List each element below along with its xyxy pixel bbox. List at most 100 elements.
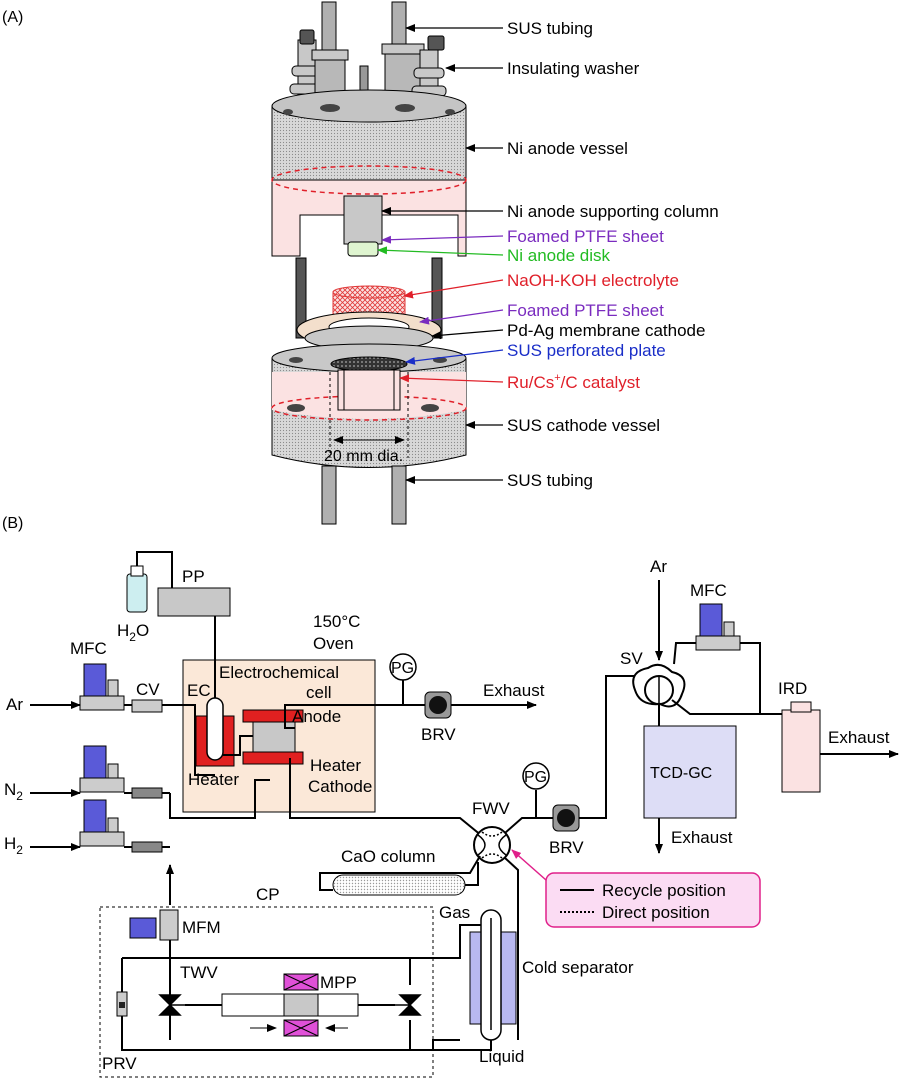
- fwv-to-brv-line: [504, 817, 553, 834]
- mpp-magnet-top-x: [283, 973, 319, 991]
- legend-recycle: Recycle position: [602, 881, 726, 900]
- cathode-label: Cathode: [308, 777, 372, 796]
- fwv-internal-solid: [477, 834, 507, 856]
- bottom-tube-left: [321, 465, 337, 525]
- panel-a-label: (A): [2, 9, 23, 26]
- panel-a-callout-lines: [377, 24, 504, 484]
- ird-body: [781, 709, 821, 793]
- cv-label: CV: [136, 680, 160, 699]
- cao-column: [332, 874, 466, 896]
- mfc-ar: [79, 663, 125, 711]
- mfm-body: [129, 917, 157, 939]
- cao-line-right: [465, 862, 479, 886]
- legend-arrow: [511, 849, 547, 881]
- callout-sus-tubing-bottom: SUS tubing: [507, 471, 593, 490]
- callout-foamed-ptfe-2: Foamed PTFE sheet: [507, 301, 664, 320]
- tcd-gc-box: [643, 725, 737, 819]
- bottom-tube-right: [391, 465, 407, 525]
- sv-label: SV: [620, 649, 643, 668]
- brv-top-label: BRV: [421, 725, 456, 744]
- cell-heater-bottom: [242, 751, 304, 765]
- oven-temp: 150°C: [313, 612, 360, 631]
- mfc-n2: [79, 745, 163, 799]
- callout-sus-plate: SUS perforated plate: [507, 341, 666, 360]
- sv-to-ird-line: [671, 699, 782, 715]
- legend-box: [545, 872, 761, 928]
- mfc-right-line: [673, 642, 782, 715]
- panel-b-label: (B): [2, 515, 23, 532]
- cp-label: CP: [256, 885, 280, 904]
- mfc-right: [695, 603, 741, 651]
- ec-label: EC: [187, 681, 211, 700]
- cell-body: [252, 721, 296, 753]
- pg-mid-label: PG: [524, 769, 547, 786]
- gas-label: Gas: [439, 903, 470, 922]
- tcd-gc-label: TCD-GC: [650, 765, 712, 782]
- electrochem-label-1: Electrochemical: [219, 663, 339, 682]
- cao-label: CaO column: [341, 847, 435, 866]
- callout-ni-anode-vessel: Ni anode vessel: [507, 139, 628, 158]
- mfm-stem: [159, 909, 179, 941]
- ec-tube: [206, 697, 224, 761]
- mfc-h2: [79, 799, 163, 853]
- legend-direct: Direct position: [602, 903, 710, 922]
- ar-in-label: Ar: [6, 695, 23, 714]
- cold-separator-label: Cold separator: [522, 958, 634, 977]
- gas-manifold-line: [124, 779, 270, 848]
- callout-insulating-washer: Insulating washer: [507, 59, 640, 78]
- h2-label: H2: [4, 834, 23, 857]
- callout-sus-cathode-vessel: SUS cathode vessel: [507, 416, 660, 435]
- prv-inner: [119, 1002, 125, 1008]
- cv-valve: [131, 699, 163, 713]
- liquid-label: Liquid: [479, 1047, 524, 1066]
- callout-catalyst: Ru/Cs+/C catalyst: [507, 372, 640, 392]
- oven-label: Oven: [313, 634, 354, 653]
- electrochem-label-2: cell: [306, 683, 332, 702]
- mfc-ar-label: MFC: [70, 639, 107, 658]
- heater-left-label: Heater: [188, 770, 239, 789]
- callout-foamed-ptfe-1: Foamed PTFE sheet: [507, 227, 664, 246]
- mpp-label: MPP: [320, 973, 357, 992]
- fwv-valve: [473, 826, 511, 864]
- twv-left: [158, 994, 185, 1016]
- gas-return-line: [409, 924, 490, 985]
- mfm-label: MFM: [182, 918, 221, 937]
- h2o-label: H2O: [117, 621, 149, 644]
- h2o-line: [136, 551, 173, 590]
- cp-box: [99, 906, 434, 1078]
- cathode-out-line: [289, 758, 483, 837]
- twv-label: TWV: [180, 963, 218, 982]
- exhaust-top-label: Exhaust: [483, 681, 545, 700]
- pg-top-gauge: [389, 653, 417, 681]
- fwv-to-separator: [504, 857, 519, 1040]
- fwv-internal-dotted: [481, 831, 503, 859]
- ec-to-cell-line: [223, 735, 253, 756]
- mpp-magnet-bottom-x: [283, 1019, 319, 1037]
- ni-anode-vessel: [271, 89, 467, 257]
- callout-ni-anode-disk: Ni anode disk: [507, 246, 611, 265]
- n2-label: N2: [4, 780, 23, 803]
- exhaust-right-label: Exhaust: [828, 728, 890, 747]
- pg-top-label: PG: [391, 660, 414, 677]
- h2o-bottle-cap: [130, 565, 144, 577]
- prv-label: PRV: [102, 1054, 137, 1073]
- h2o-bottle: [126, 573, 148, 613]
- ar-line: [124, 704, 215, 776]
- callout-ni-anode-column: Ni anode supporting column: [507, 202, 719, 221]
- pg-mid-gauge: [522, 762, 550, 790]
- brv-top-inner: [429, 696, 447, 714]
- ird-label: IRD: [778, 679, 807, 698]
- twv-right: [395, 994, 422, 1016]
- liquid-line: [433, 1040, 492, 1051]
- anode-label: Anode: [292, 707, 341, 726]
- cao-line-left: [319, 855, 481, 891]
- mfc-right-label: MFC: [690, 581, 727, 600]
- diameter-label: 20 mm dia.: [324, 448, 403, 465]
- callout-pdag-membrane: Pd-Ag membrane cathode: [507, 321, 705, 340]
- ird-top: [790, 701, 812, 713]
- pp-label: PP: [182, 567, 205, 586]
- exhaust-bottom-label: Exhaust: [671, 828, 733, 847]
- heater-right-label: Heater: [310, 756, 361, 775]
- mpp-piston: [283, 993, 319, 1017]
